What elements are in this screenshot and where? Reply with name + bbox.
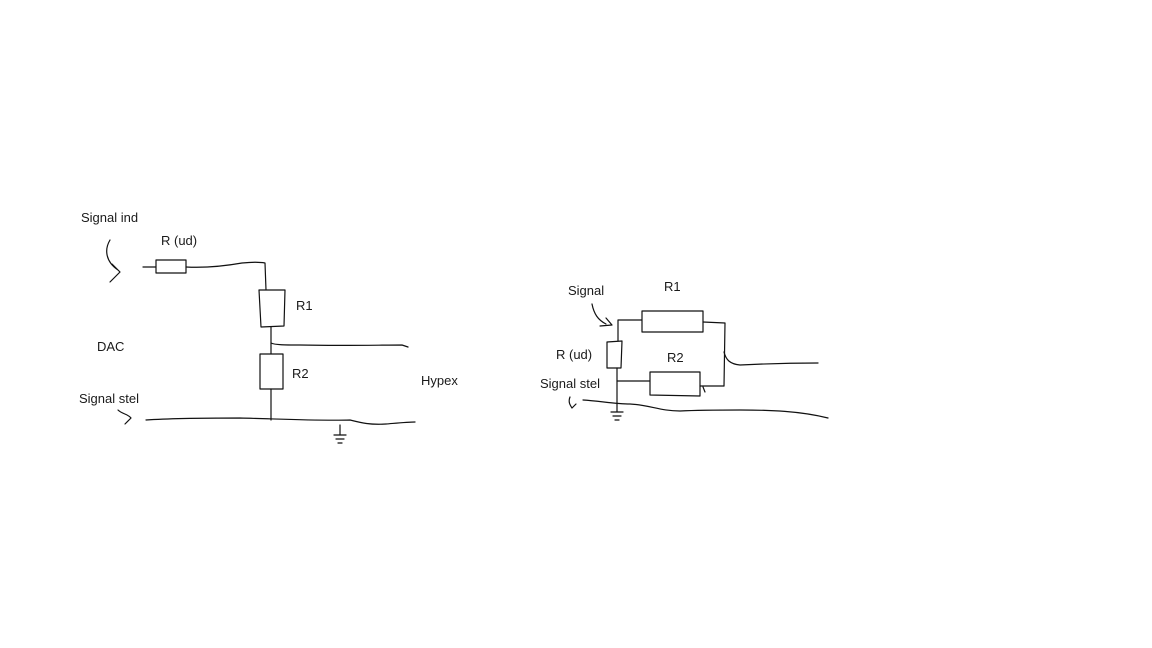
right-wire-r2-to-right	[699, 385, 725, 393]
left-ground-icon	[333, 424, 347, 444]
right-signal-label: Signal	[568, 283, 605, 298]
right-r1-resistor	[641, 310, 704, 333]
left-hypex-label: Hypex	[421, 373, 458, 388]
right-r-out-resistor	[606, 340, 623, 369]
left-signal-in-label: Signal ind	[81, 210, 139, 225]
right-left-trunk	[617, 319, 643, 342]
right-wire-r1-to-right	[702, 321, 726, 387]
left-wire-rout-to-r1	[185, 261, 267, 291]
left-ground-rail	[145, 417, 416, 425]
left-output-wire	[270, 342, 409, 348]
left-r2-resistor	[259, 353, 284, 390]
left-r1-resistor	[258, 289, 286, 328]
left-dac-label: DAC	[97, 339, 125, 354]
right-r1-label: R1	[664, 279, 681, 294]
right-output-wire	[723, 351, 819, 366]
right-r2-label: R2	[667, 350, 684, 365]
left-r2-label: R2	[292, 366, 309, 381]
right-ground-icon	[610, 403, 624, 421]
right-signal-arrow	[591, 303, 613, 327]
left-signal-ground-label: Signal stel	[79, 391, 139, 406]
right-signal-ground-label: Signal stel	[540, 376, 600, 391]
left-circuit	[106, 239, 416, 444]
left-signal-ground-arrow	[117, 409, 132, 425]
left-r-out-resistor	[155, 259, 187, 274]
right-circuit	[568, 303, 829, 421]
right-signal-ground-arrow	[568, 396, 577, 409]
left-signal-in-arrow	[106, 239, 121, 283]
left-r-out-label: R (ud)	[161, 233, 198, 248]
right-r-out-label: R (ud)	[556, 347, 593, 362]
left-r1-label: R1	[296, 298, 313, 313]
right-r2-resistor	[649, 371, 701, 397]
right-ground-rail	[582, 399, 829, 419]
